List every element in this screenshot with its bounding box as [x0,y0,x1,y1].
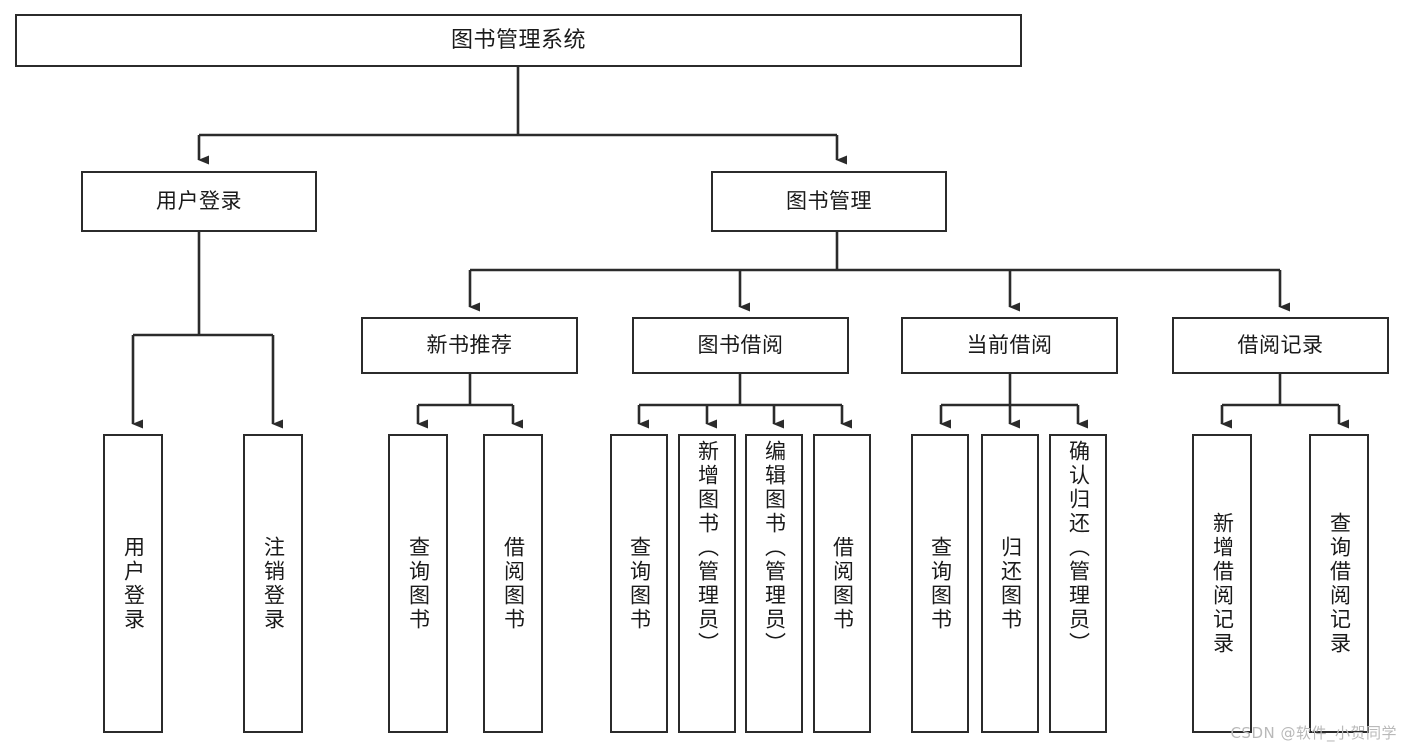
leaf-current-borrow-return-book[interactable]: 归还图书 [981,434,1039,733]
node-current-borrow[interactable]: 当前借阅 [901,317,1118,374]
node-label: 新书推荐 [426,333,513,358]
node-label: 用户登录 [121,535,146,632]
node-book-management[interactable]: 图书管理 [711,171,947,232]
leaf-current-borrow-confirm-return-admin[interactable]: 确认归还（管理员） [1049,434,1107,733]
leaf-borrow-records-add-record[interactable]: 新增借阅记录 [1192,434,1252,733]
node-user-login[interactable]: 用户登录 [81,171,317,232]
leaf-current-borrow-query-book[interactable]: 查询图书 [911,434,969,733]
node-label: 借阅记录 [1237,333,1324,358]
leaf-book-borrow-query-book[interactable]: 查询图书 [610,434,668,733]
node-label: 查询借阅记录 [1327,511,1352,656]
node-label: 借阅图书 [501,535,526,632]
node-label: 新增借阅记录 [1210,511,1235,656]
node-label: 图书管理 [786,189,872,214]
node-label: 用户登录 [156,189,242,214]
leaf-new-books-borrow-book[interactable]: 借阅图书 [483,434,543,733]
node-borrow-records[interactable]: 借阅记录 [1172,317,1389,374]
node-label: 确认归还（管理员） [1066,440,1091,656]
node-label: 查询图书 [928,535,953,632]
node-label: 当前借阅 [966,333,1053,358]
node-label: 新增图书（管理员） [695,440,720,656]
node-new-book-recommendation[interactable]: 新书推荐 [361,317,578,374]
node-label: 归还图书 [998,535,1023,632]
node-label: 查询图书 [627,535,652,632]
node-root-book-management-system[interactable]: 图书管理系统 [15,14,1022,67]
node-label: 图书借阅 [697,333,784,358]
node-label: 注销登录 [261,535,286,632]
leaf-borrow-records-query-record[interactable]: 查询借阅记录 [1309,434,1369,733]
leaf-new-books-query-book[interactable]: 查询图书 [388,434,448,733]
node-label: 图书管理系统 [450,27,586,53]
node-book-borrow[interactable]: 图书借阅 [632,317,849,374]
leaf-user-login[interactable]: 用户登录 [103,434,163,733]
leaf-book-borrow-add-book-admin[interactable]: 新增图书（管理员） [678,434,736,733]
leaf-book-borrow-borrow-book[interactable]: 借阅图书 [813,434,871,733]
node-label: 编辑图书（管理员） [762,440,787,656]
node-label: 借阅图书 [830,535,855,632]
node-label: 查询图书 [406,535,431,632]
leaf-book-borrow-edit-book-admin[interactable]: 编辑图书（管理员） [745,434,803,733]
leaf-user-logout[interactable]: 注销登录 [243,434,303,733]
